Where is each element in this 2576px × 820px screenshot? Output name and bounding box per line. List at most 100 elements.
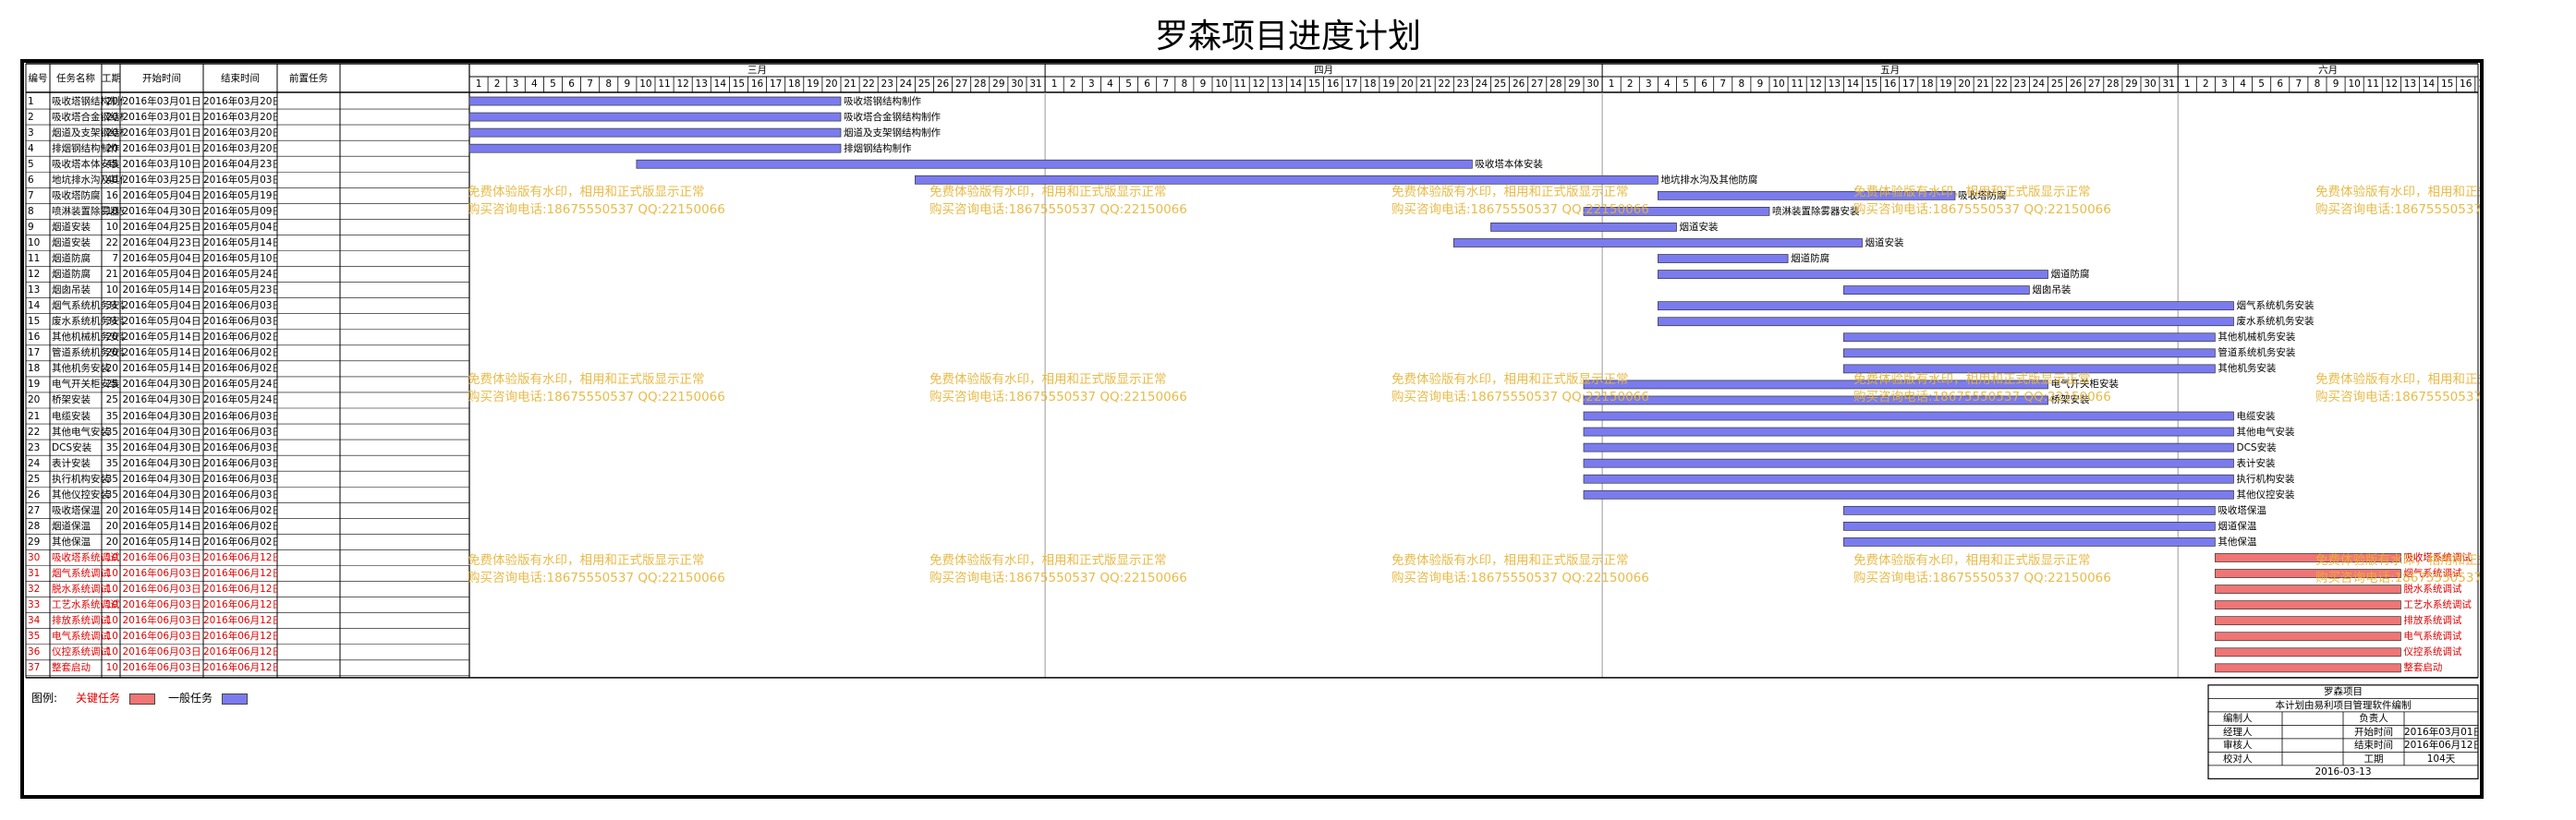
task-bar-label: 执行机构安装 [2236, 473, 2295, 485]
task-bar-label: 其他机务安装 [2218, 363, 2277, 375]
task-bar [1658, 270, 2048, 279]
day-label: 21 [1976, 78, 1989, 90]
task-bar-label: 烟道防腐 [2050, 269, 2090, 281]
task-duration: 20 [105, 363, 118, 375]
task-start: 2016年04月30日 [122, 410, 201, 422]
task-bar-label: 吸收塔保温 [2218, 504, 2266, 516]
day-label: 18 [1921, 78, 1934, 90]
task-id: 12 [28, 269, 41, 281]
task-duration: 20 [105, 111, 118, 123]
task-name: 其他机械机务安装 [52, 332, 124, 344]
task-end: 2016年06月03日 [203, 410, 277, 422]
task-bar-label: 吸收塔钢结构制作 [844, 95, 921, 107]
day-label: 23 [881, 78, 893, 90]
task-bar-label: 其他机械机务安装 [2218, 332, 2296, 344]
task-start: 2016年05月14日 [122, 520, 201, 532]
task-name: 工艺水系统调试 [52, 599, 120, 611]
task-bar-label: 桥架安装 [2050, 394, 2090, 406]
task-duration: 20 [105, 520, 118, 532]
day-label: 11 [2366, 78, 2379, 90]
task-bar-label: 吸收塔防腐 [1958, 189, 2007, 201]
day-label: 6 [1701, 78, 1707, 90]
info-value: 2016年06月12日 [2404, 740, 2478, 752]
watermark-line: 免费体验版有水印，相用和正式版显示正常 [1853, 372, 2091, 387]
task-id: 26 [28, 488, 41, 500]
legend-normal-swatch [222, 693, 248, 705]
task-id: 22 [28, 426, 41, 438]
watermark-line: 免费体验版有水印，相用和正式版显示正常 [468, 372, 705, 387]
day-label: 15 [1307, 78, 1321, 90]
task-end: 2016年06月12日 [203, 631, 277, 643]
day-label: 20 [1401, 78, 1414, 90]
task-duration: 10 [105, 221, 118, 233]
task-id: 7 [28, 189, 34, 201]
day-label: 17 [2475, 78, 2480, 90]
day-label: 7 [1162, 78, 1170, 90]
watermark-line: 免费体验版有水印，相用和正式版显示正常 [2315, 372, 2480, 387]
task-id: 11 [28, 253, 41, 264]
task-bar-label: 电气开关柜安装 [2050, 379, 2120, 391]
day-label: 19 [1382, 78, 1395, 90]
day-label: 25 [2050, 78, 2064, 90]
task-id: 14 [28, 300, 41, 312]
month-label: 四月 [1314, 65, 1334, 76]
task-start: 2016年03月10日 [122, 158, 201, 170]
day-label: 28 [2107, 78, 2120, 90]
day-label: 18 [788, 78, 801, 90]
day-label: 4 [2240, 78, 2246, 90]
task-start: 2016年04月23日 [122, 236, 201, 248]
task-end: 2016年06月02日 [203, 347, 277, 359]
task-duration: 16 [105, 189, 118, 201]
task-end: 2016年06月12日 [203, 584, 277, 596]
watermark-line: 免费体验版有水印，相用和正式版显示正常 [1391, 372, 1629, 387]
task-start: 2016年05月04日 [122, 300, 201, 312]
legend-critical-label: 关键任务 [76, 691, 121, 705]
task-name: 烟道保温 [52, 520, 91, 532]
day-label: 21 [1419, 78, 1432, 90]
day-label: 10 [2348, 78, 2361, 90]
watermark-contact: 购买咨询电话:18675550537 QQ:22150066 [468, 202, 725, 217]
task-duration: 10 [105, 284, 118, 296]
task-start: 2016年06月03日 [122, 551, 201, 563]
task-duration: 10 [105, 646, 118, 658]
task-bar [1843, 348, 2216, 358]
task-bar-label: 烟道保温 [2218, 520, 2257, 532]
task-name: 地坑排水沟及其他防腐 [52, 174, 124, 186]
task-name: 烟气系统机务安装 [52, 300, 124, 312]
task-id: 27 [28, 504, 41, 516]
day-label: 6 [1144, 78, 1150, 90]
day-label: 15 [2440, 78, 2454, 90]
task-name: 排烟钢结构制作 [52, 142, 120, 154]
task-id: 29 [28, 536, 41, 548]
task-name: 其他电气安装 [52, 426, 110, 438]
day-label: 16 [1883, 78, 1897, 90]
day-label: 4 [1664, 78, 1671, 90]
task-start: 2016年03月25日 [122, 174, 201, 186]
watermark-contact: 购买咨询电话:18675550537 QQ:22150066 [2315, 202, 2483, 217]
day-label: 14 [1289, 78, 1303, 90]
task-duration: 10 [105, 205, 118, 217]
day-label: 5 [1683, 78, 1689, 90]
column-header-id: 编号 [28, 73, 48, 84]
task-bar-label: 烟道防腐 [1791, 253, 1830, 264]
watermark-contact: 购买咨询电话:18675550537 QQ:22150066 [1391, 571, 1649, 585]
day-label: 26 [2069, 78, 2083, 90]
legend-normal-label: 一般任务 [168, 691, 213, 705]
task-duration: 20 [105, 142, 118, 154]
task-bar-label: 表计安装 [2236, 457, 2276, 469]
task-bar-label: DCS安装 [2236, 441, 2277, 453]
day-label: 22 [862, 78, 875, 90]
task-id: 10 [28, 236, 41, 248]
info-key: 结束时间 [2354, 740, 2393, 752]
watermark-contact: 购买咨询电话:18675550537 QQ:22150066 [1391, 202, 1649, 217]
task-bar [1583, 474, 2234, 484]
task-name: DCS安装 [52, 441, 92, 453]
task-name: 电缆安装 [52, 410, 91, 422]
task-id: 8 [28, 205, 34, 217]
task-id: 28 [28, 520, 41, 532]
day-label: 29 [1568, 78, 1581, 90]
info-value: 2016年03月01日 [2404, 726, 2478, 738]
task-end: 2016年05月14日 [203, 236, 277, 248]
task-id: 32 [28, 584, 41, 596]
